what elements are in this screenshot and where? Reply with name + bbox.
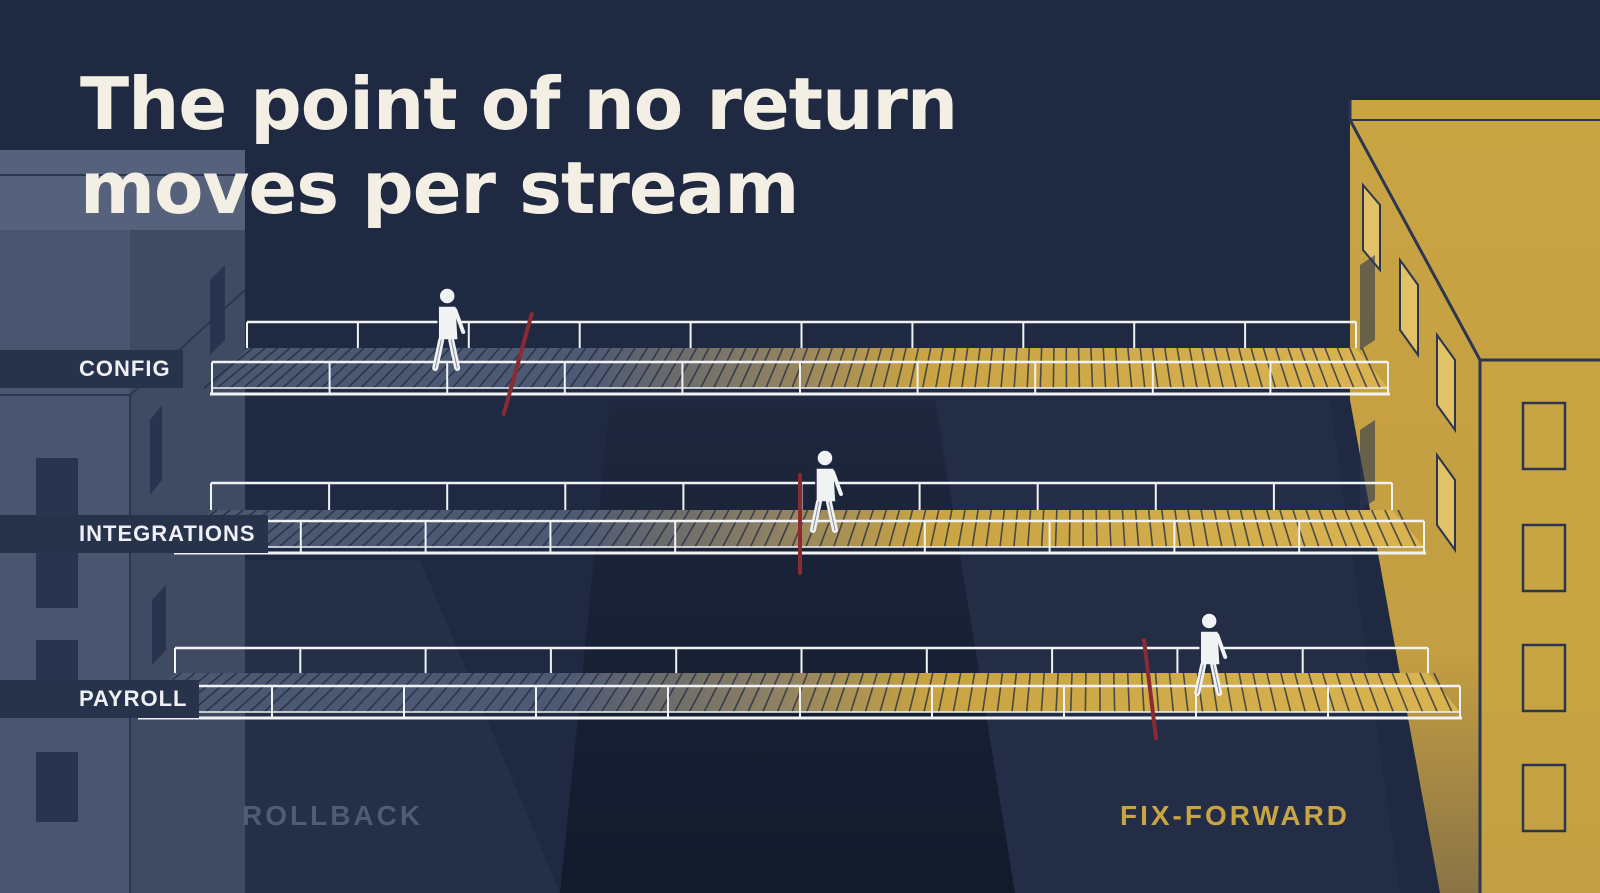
walker-payroll — [1194, 612, 1228, 696]
stream-label-config: CONFIG — [0, 350, 183, 388]
bridge-integrations — [167, 449, 1426, 575]
bridge-planks — [203, 347, 1381, 389]
title-line-1: The point of no return — [80, 62, 958, 146]
rollback-zone-label: ROLLBACK — [242, 800, 424, 831]
point-of-no-return-config — [501, 312, 534, 416]
stream-label-payroll: PAYROLL — [0, 680, 200, 718]
bridge-planks — [167, 509, 1417, 548]
page-title: The point of no return moves per stream — [80, 62, 958, 230]
stream-label-integrations: INTEGRATIONS — [0, 515, 268, 553]
bridge-payroll — [131, 612, 1462, 740]
walker-integrations — [809, 449, 843, 533]
walker-config — [432, 287, 466, 371]
bridge-config — [203, 287, 1390, 416]
fix-forward-zone-label: FIX-FORWARD — [1120, 800, 1351, 831]
fix-forward-building — [1348, 100, 1600, 893]
title-line-2: moves per stream — [80, 146, 799, 230]
chasm-beam — [560, 400, 1015, 893]
bridges — [131, 287, 1462, 740]
point-of-no-return-payroll — [1142, 638, 1158, 740]
